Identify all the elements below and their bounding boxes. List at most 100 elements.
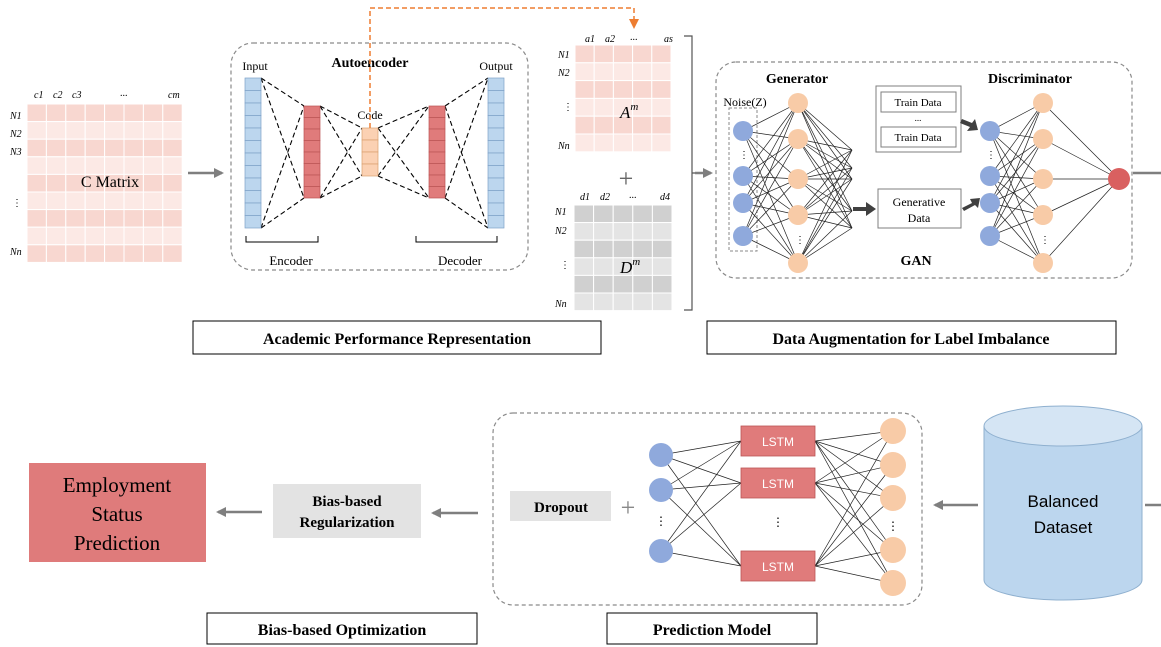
- autoencoder-layers: [244, 77, 505, 229]
- lstm-vdots: ⋮: [772, 515, 784, 529]
- autoencoder-connection: [260, 77, 305, 107]
- prediction-edge: [814, 482, 894, 584]
- prediction-connections: [660, 430, 894, 584]
- train-data-box: [880, 126, 957, 148]
- gan-edge: [742, 138, 799, 237]
- d-matrix-cell: [612, 222, 634, 241]
- gan-edge: [989, 178, 1044, 237]
- generative-data-arrow: [962, 198, 980, 211]
- c-matrix-cell: [162, 156, 183, 175]
- a-matrix-cell: [574, 80, 595, 99]
- c-matrix-cell: [45, 209, 67, 228]
- a-matrix-cell: [612, 44, 634, 64]
- c-matrix-cell: [162, 103, 183, 123]
- d-matrix-cell: [612, 292, 634, 312]
- gan-edge: [797, 210, 853, 264]
- a-matrix-cell: [632, 44, 653, 64]
- generator-node: [788, 205, 808, 225]
- c-matrix-cell: [104, 191, 125, 211]
- autoencoder-connections: [260, 77, 489, 229]
- a-matrix-cell: [593, 133, 614, 153]
- a-col-header: a2: [605, 34, 615, 45]
- prediction-edge: [660, 454, 742, 567]
- c-matrix-label: C Matrix: [81, 174, 139, 191]
- prediction-edge: [660, 550, 742, 567]
- gan-edge: [797, 149, 853, 264]
- gan-edge: [742, 235, 799, 264]
- a-row-header: N2: [557, 68, 570, 79]
- gan-frame: [715, 61, 1133, 279]
- c-matrix-col-headers: c1 c2 c3 ... cm: [34, 88, 180, 101]
- prediction-input-node: [649, 478, 673, 502]
- c-matrix-cell: [104, 103, 125, 123]
- prediction-model: LSTM LSTM ⋮ LSTM ⋮ ⋮ Dropout +: [492, 412, 923, 606]
- c-matrix-cell: [123, 209, 144, 228]
- gan-nodes: ⋮⋮⋮⋮: [733, 93, 1130, 273]
- c-col-header: c3: [72, 90, 81, 101]
- autoencoder-connection: [319, 127, 363, 199]
- c-matrix-cell: [65, 209, 86, 228]
- gan-edge: [797, 102, 853, 151]
- output-vdots: ⋮: [887, 519, 899, 533]
- prediction-edge: [814, 549, 894, 567]
- d-matrix-cell: [651, 292, 673, 312]
- gan-edge: [797, 102, 853, 169]
- gan-block: Generator Discriminator Noise(Z) ⋮⋮⋮⋮ Tr…: [715, 61, 1133, 279]
- gan-edge: [742, 130, 799, 216]
- noise-node: [733, 193, 753, 213]
- generative-data-text: Data: [908, 211, 931, 225]
- prediction-edge: [660, 454, 742, 484]
- optimization-section-label: Bias-based Optimization: [258, 622, 427, 639]
- code-layer-cell: [361, 127, 379, 141]
- gan-edge: [742, 175, 799, 264]
- gan-edge: [742, 138, 799, 204]
- autoencoder-connection: [444, 197, 489, 229]
- c-matrix-cell: [65, 156, 86, 175]
- employment-label: Employment: [63, 473, 172, 497]
- d-row-header: N1: [554, 207, 567, 218]
- autoencoder: Autoencoder Input Output Code Encoder De…: [230, 42, 529, 271]
- d-matrix: d1 d2 ... d4 N1 N2 ⋮ Nn Dm: [554, 190, 673, 312]
- a-matrix-cell: [651, 133, 672, 153]
- a-matrix-cell: [651, 97, 672, 117]
- prediction-edge: [814, 440, 894, 584]
- prediction-nodes: [649, 418, 906, 596]
- prediction-edge: [814, 430, 894, 567]
- c-matrix-cell: [84, 156, 106, 175]
- code-layer: [361, 127, 379, 177]
- c-matrix-cell: [26, 191, 47, 211]
- autoencoder-connection: [260, 197, 305, 229]
- gan-connections: [742, 102, 1120, 264]
- c-matrix-cell: [26, 121, 47, 140]
- decoder-bracket: [415, 236, 498, 243]
- autoencoder-connection: [260, 77, 305, 199]
- c-matrix-cell: [45, 121, 67, 140]
- d-matrix-cell: [593, 292, 614, 312]
- d-matrix-cell: [593, 239, 614, 259]
- noise-node: [733, 226, 753, 246]
- gan-edge: [797, 138, 853, 212]
- c-matrix-cell: [142, 209, 164, 228]
- prediction-edge: [814, 497, 894, 567]
- autoencoder-connection: [377, 127, 430, 199]
- gan-edge: [797, 102, 853, 229]
- a-matrix-cell: [574, 62, 595, 82]
- prediction-edge: [660, 482, 742, 552]
- prediction-output-node: [880, 570, 906, 596]
- input-layer-cell: [244, 115, 262, 129]
- output-layer-cell: [487, 127, 505, 141]
- c-matrix-cell: [45, 244, 67, 263]
- decoder-layer-cell: [428, 140, 446, 153]
- gan-edge: [797, 167, 853, 264]
- d-matrix-cell: [651, 239, 673, 259]
- c-matrix-cell: [142, 191, 164, 211]
- discriminator-input-node: [980, 226, 1000, 246]
- a-matrix-cell: [612, 80, 634, 99]
- discriminator-hidden-node: [1033, 129, 1053, 149]
- prediction-output-node: [880, 418, 906, 444]
- augmentation-section-box: [706, 320, 1117, 355]
- d-col-header: d1: [580, 192, 590, 203]
- prediction-edge: [814, 464, 894, 484]
- c-matrix-cell: [104, 209, 125, 228]
